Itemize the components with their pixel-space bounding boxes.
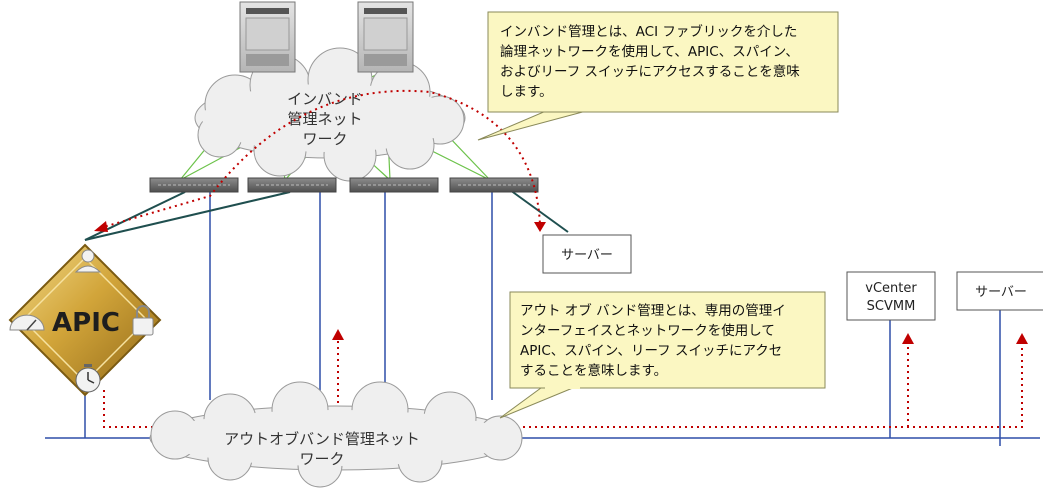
- inband-path-arrowhead-apic: [94, 221, 108, 232]
- server-box-inband: [542, 234, 632, 274]
- lock-icon: [132, 305, 154, 336]
- apic-label: APIC: [52, 308, 120, 338]
- inband-callout-line-3: およびリーフ スイッチにアクセスすることを意味: [500, 63, 800, 80]
- inband-cloud-label-3: ワーク: [302, 130, 347, 148]
- oob-callout-pointer: [499, 384, 581, 419]
- vcenter-box: [846, 271, 936, 321]
- inband-cloud-label-1: インバンド: [287, 90, 363, 108]
- oob-arrowhead-leaf: [332, 329, 344, 340]
- inband-callout-box: [487, 11, 839, 113]
- leaf-switch-4: [449, 177, 539, 193]
- gauge-icon: [9, 314, 45, 331]
- oob-access-path: [103, 345, 1023, 428]
- inband-link-server: [509, 189, 569, 233]
- oob-callout-box: [509, 291, 826, 389]
- oob-callout-line-1: アウト オブ バンド管理とは、専用の管理イ: [520, 302, 786, 319]
- inband-callout-line-2: 論理ネットワークを使用して、APIC、スパイン、: [500, 43, 799, 60]
- spine-switch-1: [239, 1, 296, 73]
- oob-cloud-core: [157, 410, 513, 466]
- oob-callout-line-3: APIC、スパイン、リーフ スイッチにアクセ: [520, 343, 782, 359]
- inband-path-arrowhead-server: [534, 222, 546, 232]
- inband-callout-line-4: します。: [500, 84, 553, 100]
- oob-arrowhead-server: [1016, 333, 1028, 344]
- vcenter-label-1: vCenter: [865, 281, 917, 296]
- leaf-switch-3: [349, 177, 439, 193]
- oob-cloud-label-1: アウトオブバンド管理ネット: [224, 430, 420, 448]
- server-box-oob-label: サーバー: [975, 285, 1027, 300]
- oob-callout-line-2: ンターフェイスとネットワークを使用して: [520, 322, 775, 339]
- oob-cloud-label-2: ワーク: [299, 450, 344, 468]
- vcenter-label-2: SCVMM: [867, 299, 916, 314]
- spine-switch-2: [357, 1, 414, 73]
- leaf-switch-1: [149, 177, 239, 193]
- inband-access-path: [99, 89, 541, 229]
- server-box-oob: [956, 271, 1043, 311]
- oob-callout-line-4: することを意味します。: [520, 362, 667, 379]
- server-box-inband-label: サーバー: [561, 248, 613, 263]
- clock-icon: [75, 364, 101, 393]
- leaf-switch-2: [247, 177, 337, 193]
- inband-link-apic-1: [84, 191, 186, 241]
- inband-cloud-label-2: 管理ネット: [287, 110, 362, 128]
- oob-arrowhead-vcenter: [902, 333, 914, 344]
- inband-cloud-core: [202, 84, 458, 152]
- inband-callout-line-1: インバンド管理とは、ACI ファブリックを介した: [500, 23, 797, 40]
- user-icon: [74, 249, 102, 273]
- apic-controller: APIC: [8, 243, 162, 397]
- inband-link-apic-2: [84, 191, 291, 241]
